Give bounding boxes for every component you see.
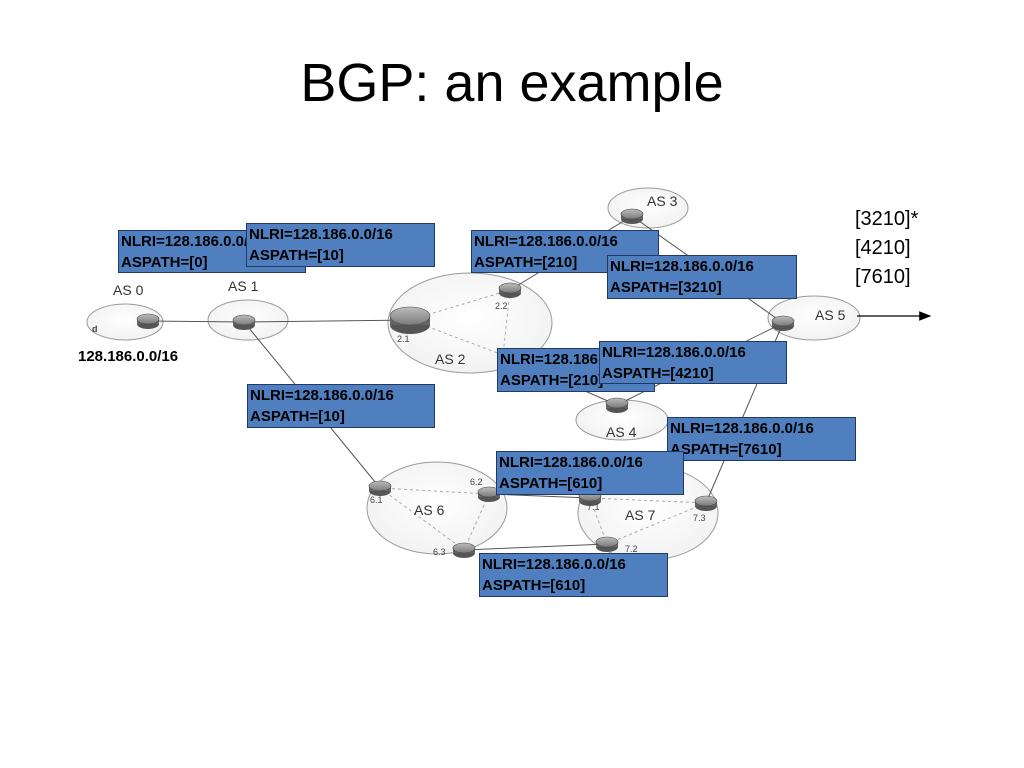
router-label-6-3: 6.3 xyxy=(433,547,446,557)
router-icon xyxy=(595,536,619,552)
announcement-as6-to-as7-upper: NLRI=128.186.0.0/16 ASPATH=[610] xyxy=(496,451,684,495)
received-path: [4210] xyxy=(855,237,911,259)
announcement-as1: NLRI=128.186.0.0/16 ASPATH=[10] xyxy=(246,223,435,267)
as6-cloud xyxy=(366,461,508,555)
router-icon xyxy=(368,480,392,496)
announcement-as4-to-as5: NLRI=128.186.0.0/16 ASPATH=[4210] xyxy=(599,341,787,384)
received-paths-list: [3210]* [4210] [7610] xyxy=(855,205,918,292)
announcement-aspath: ASPATH=[10] xyxy=(249,247,344,264)
as0-label: AS 0 xyxy=(113,282,144,298)
announcement-aspath: ASPATH=[610] xyxy=(482,577,586,594)
router-label-7-1: 7.1 xyxy=(587,502,600,512)
router-icon xyxy=(389,306,431,334)
router-label-6-2: 6.2 xyxy=(470,477,483,487)
announcement-as3-to-as5: NLRI=128.186.0.0/16 ASPATH=[3210] xyxy=(607,255,797,299)
as7-label: AS 7 xyxy=(625,507,656,523)
router-label-d: d xyxy=(92,324,98,334)
router-icon xyxy=(620,208,644,224)
destination-prefix: 128.186.0.0/16 xyxy=(78,348,179,365)
announcement-nlri: NLRI=128.186.0.0/16 xyxy=(249,226,393,243)
announcement-aspath: ASPATH=[210] xyxy=(474,254,578,271)
as2-label: AS 2 xyxy=(435,351,466,367)
announcement-aspath: ASPATH=[3210] xyxy=(610,279,722,296)
as6-label: AS 6 xyxy=(414,502,445,518)
announcement-aspath: ASPATH=[4210] xyxy=(602,365,714,382)
router-icon xyxy=(477,486,501,502)
as1-label: AS 1 xyxy=(228,278,259,294)
slide-title: BGP: an example xyxy=(300,53,724,113)
received-path: [7610] xyxy=(855,266,911,288)
announcement-nlri: NLRI=128.186.0.0/16 xyxy=(474,233,618,250)
announcement-nlri: NLRI=128.186.0.0/16 xyxy=(482,556,626,573)
as0-cloud xyxy=(86,303,164,341)
router-label-6-1: 6.1 xyxy=(370,495,383,505)
as3-label: AS 3 xyxy=(647,193,678,209)
router-icon xyxy=(136,313,160,329)
router-label-7-2: 7.2 xyxy=(625,544,638,554)
announcement-nlri: NLRI=128.186.0.0/16 xyxy=(499,454,643,471)
announcement-aspath: ASPATH=[10] xyxy=(250,408,345,425)
router-label-7-3: 7.3 xyxy=(693,513,706,523)
announcement-nlri: NLRI=128.186.0.0/16 xyxy=(610,258,754,275)
router-label-2-2: 2.2 xyxy=(495,301,508,311)
announcement-as7-to-as5: NLRI=128.186.0.0/16 ASPATH=[7610] xyxy=(667,417,856,461)
router-icon xyxy=(232,314,256,330)
announcement-nlri: NLRI=128.186.0.0/16 xyxy=(602,344,746,361)
announcement-as1-to-as6: NLRI=128.186.0.0/16 ASPATH=[10] xyxy=(247,384,435,428)
router-label-2-1: 2.1 xyxy=(397,334,410,344)
router-icon xyxy=(605,397,629,413)
announcement-aspath: ASPATH=[7610] xyxy=(670,441,782,458)
as5-label: AS 5 xyxy=(815,307,846,323)
router-icon xyxy=(498,282,522,298)
router-icon xyxy=(452,542,476,558)
announcement-as6-to-as7-lower: NLRI=128.186.0.0/16 ASPATH=[610] xyxy=(479,553,668,597)
announcement-nlri: NLRI=128.186.0.0/16 xyxy=(670,420,814,437)
announcement-as2-to-as3: NLRI=128.186.0.0/16 ASPATH=[210] xyxy=(471,230,659,273)
announcement-nlri: NLRI=128.186.0.0/16 xyxy=(250,387,394,404)
announcement-aspath: ASPATH=[610] xyxy=(499,475,603,492)
announcement-nlri: NLRI=128.186.0.0/16 xyxy=(121,233,265,250)
announcement-aspath: ASPATH=[0] xyxy=(121,254,208,271)
router-icon xyxy=(771,315,795,331)
router-icon xyxy=(694,495,718,511)
as4-label: AS 4 xyxy=(606,424,637,440)
received-path: [3210]* xyxy=(855,208,919,230)
announcement-aspath: ASPATH=[210] xyxy=(500,372,604,389)
